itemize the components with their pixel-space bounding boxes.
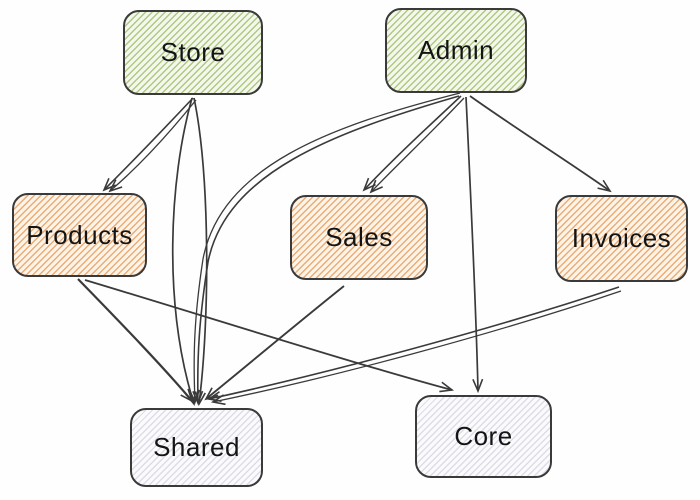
edge-store-shared-left xyxy=(171,97,196,407)
edge-admin-sales xyxy=(362,95,462,192)
node-sales-label: Sales xyxy=(325,222,393,252)
edge-admin-sales-2 xyxy=(369,97,465,194)
node-shared: Shared xyxy=(130,408,263,487)
node-products: Products xyxy=(12,193,147,277)
edge-admin-core xyxy=(465,96,484,394)
edge-sales-shared xyxy=(204,285,345,401)
node-admin-label: Admin xyxy=(417,35,495,65)
edge-store-shared-right xyxy=(193,97,208,407)
node-store: Store xyxy=(123,10,263,95)
edge-store-products-2 xyxy=(108,99,197,193)
edge-admin-invoices xyxy=(469,95,612,193)
edge-invoices-shared xyxy=(206,286,620,402)
node-shared-label: Shared xyxy=(153,432,240,462)
edge-products-core xyxy=(84,279,455,393)
node-products-label: Products xyxy=(26,219,133,250)
edge-products-shared xyxy=(77,278,194,403)
node-admin: Admin xyxy=(385,8,527,93)
node-core: Core xyxy=(415,395,552,478)
node-invoices-label: Invoices xyxy=(571,223,672,253)
node-invoices: Invoices xyxy=(555,195,688,282)
node-core-label: Core xyxy=(454,421,513,451)
node-store-label: Store xyxy=(160,37,226,67)
edge-invoices-shared-2 xyxy=(210,290,622,406)
node-sales: Sales xyxy=(290,195,428,280)
edge-store-products xyxy=(102,97,194,192)
